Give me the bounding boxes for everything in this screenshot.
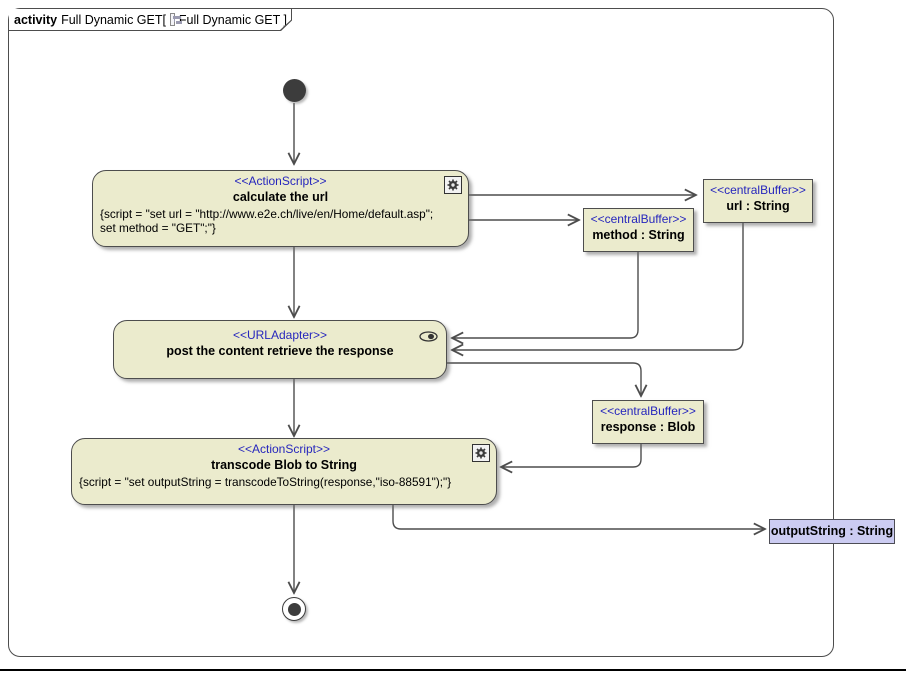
buffer-name: url : String — [726, 199, 790, 213]
buffer-response[interactable]: <<centralBuffer>> response : Blob — [592, 400, 704, 444]
action-name: transcode Blob to String — [211, 458, 357, 472]
activity-final-dot — [287, 602, 301, 616]
action-post-content-retrieve-response[interactable]: <<URLAdapter>> post the content retrieve… — [113, 320, 447, 379]
action-script-text: {script = "set outputString = transcodeT… — [79, 475, 452, 489]
buffer-method[interactable]: <<centralBuffer>> method : String — [583, 208, 694, 252]
action-script-text: {script = "set url = "http://www.e2e.ch/… — [100, 207, 434, 235]
action-transcode-blob-to-string[interactable]: <<ActionScript>> transcode Blob to Strin… — [71, 438, 497, 505]
activity-frame — [8, 8, 834, 657]
gear-icon — [472, 444, 490, 462]
stereotype-label: <<centralBuffer>> — [710, 183, 806, 197]
screenshot-bottom-line — [0, 669, 906, 671]
stereotype-label: <<ActionScript>> — [237, 442, 331, 456]
param-output-string[interactable]: outputString : String — [769, 519, 895, 544]
gear-icon — [444, 176, 462, 194]
stereotype-label: <<centralBuffer>> — [600, 404, 696, 418]
stereotype-label: <<centralBuffer>> — [590, 212, 687, 226]
stereotype-label: <<ActionScript>> — [234, 174, 327, 188]
activity-diagram-icon — [170, 13, 175, 26]
buffer-name: method : String — [592, 228, 685, 242]
adapter-oval-icon — [419, 329, 438, 347]
action-name: post the content retrieve the response — [166, 344, 394, 358]
stereotype-label: <<URLAdapter>> — [232, 328, 328, 342]
frame-diagram-ref: Full Dynamic GET ] — [178, 12, 287, 27]
activity-final-node[interactable] — [282, 597, 306, 621]
frame-name: Full Dynamic GET[ — [61, 12, 166, 27]
initial-node[interactable] — [283, 79, 306, 102]
frame-kind-label: activity — [14, 12, 58, 27]
buffer-url[interactable]: <<centralBuffer>> url : String — [703, 179, 813, 223]
buffer-name: response : Blob — [600, 420, 696, 434]
activity-frame-title-tab: activity Full Dynamic GET[ Full Dynamic … — [9, 9, 292, 31]
action-calculate-the-url[interactable]: <<ActionScript>> calculate the url {scri… — [92, 170, 469, 247]
action-name: calculate the url — [232, 190, 329, 204]
